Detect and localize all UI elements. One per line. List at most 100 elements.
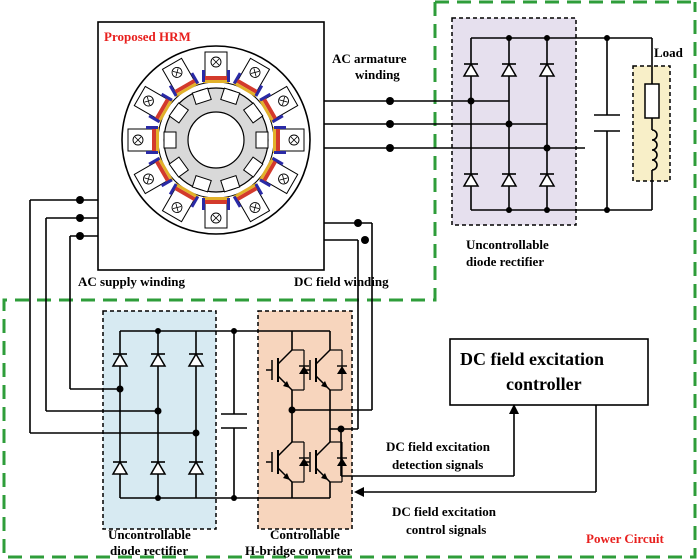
- rectifier-node-a: [467, 97, 475, 105]
- supply-terminal-3: [76, 232, 84, 240]
- field-terminal-2: [361, 236, 369, 244]
- right-rectifier-label-2: diode rectifier: [466, 254, 545, 269]
- rotor-teeth: [163, 87, 269, 193]
- rotor-tooth: [220, 87, 241, 106]
- detection-signal-label-2: detection signals: [392, 457, 484, 472]
- power-circuit-label: Power Circuit: [586, 531, 664, 546]
- shaft: [187, 111, 245, 169]
- left-diode-upper-2: [149, 352, 167, 367]
- left-rectifier-box: [102, 310, 217, 530]
- field-terminal-1: [354, 219, 362, 227]
- left-node-a: [116, 385, 124, 393]
- rotor-tooth: [255, 131, 269, 149]
- ac-supply-wires: [29, 199, 196, 434]
- load-inductor: [651, 129, 658, 171]
- supply-terminal-1: [76, 196, 84, 204]
- stator-slot: [202, 197, 230, 229]
- control-signal-label-1: DC field excitation: [392, 504, 496, 519]
- rectifier-node-c: [543, 144, 551, 152]
- right-diode-upper-3: [538, 62, 556, 77]
- stator-slots: [127, 51, 305, 229]
- left-dc-top-1: [155, 328, 161, 334]
- detection-arrowhead: [509, 404, 519, 414]
- left-node-b: [154, 407, 162, 415]
- dc-node-top-3: [604, 35, 610, 41]
- left-rectifier-diodes: [111, 352, 205, 475]
- rotor-tooth: [191, 87, 212, 106]
- left-diode-lower-3: [187, 460, 205, 475]
- stator-slot: [273, 126, 305, 154]
- control-signal-label-2: control signals: [406, 522, 487, 537]
- right-diode-upper-1: [462, 62, 480, 77]
- left-diode-upper-3: [187, 352, 205, 367]
- load-resistor: [644, 83, 660, 119]
- left-rectifier-label-2: diode rectifier: [110, 543, 189, 558]
- hbridge-label-1: Controllable: [270, 527, 340, 542]
- rotor-tooth: [242, 102, 264, 124]
- ac-armature-label-1: AC armature: [332, 51, 407, 66]
- detection-signal-label-1: DC field excitation: [386, 439, 490, 454]
- igbt-lower-right: [304, 441, 347, 483]
- supply-terminal-2: [76, 214, 84, 222]
- stator-slot: [202, 51, 230, 83]
- dc-node-top-2: [544, 35, 550, 41]
- left-node-c: [192, 429, 200, 437]
- dc-node-top-1: [506, 35, 512, 41]
- stator-slot: [133, 85, 174, 124]
- right-diode-lower-2: [500, 172, 518, 187]
- controller-label-1: DC field excitation: [460, 349, 604, 369]
- rectifier-node-b: [505, 120, 513, 128]
- hbridge-switches: [266, 349, 347, 483]
- hb-node-1: [288, 406, 296, 414]
- stator-slot: [161, 57, 200, 98]
- rotor-tooth: [191, 174, 212, 193]
- armature-terminal-2: [386, 120, 394, 128]
- control-arrowhead: [354, 487, 364, 497]
- controller-box: [449, 338, 649, 406]
- right-diode-lower-3: [538, 172, 556, 187]
- machine-title: Proposed HRM: [104, 29, 191, 44]
- ac-supply-winding-label: AC supply winding: [78, 274, 185, 289]
- igbt-upper-left: [266, 349, 309, 391]
- left-dc-top-2: [231, 328, 237, 334]
- rotor-tooth: [168, 156, 190, 178]
- controller-label-2: controller: [506, 374, 582, 394]
- hbridge-box: [257, 310, 353, 530]
- hbridge-label-2: H-bridge converter: [245, 543, 353, 558]
- hrm-cross-section: [121, 45, 311, 235]
- rotor-tooth: [242, 156, 264, 178]
- left-rectifier-label-1: Uncontrollable: [108, 527, 191, 542]
- dc-node-bot-2: [544, 207, 550, 213]
- armature-terminal-1: [386, 97, 394, 105]
- right-diode-upper-2: [500, 62, 518, 77]
- left-dc-bot-2: [231, 495, 237, 501]
- right-rectifier-diodes: [462, 62, 556, 187]
- dc-node-bot-1: [506, 207, 512, 213]
- right-diode-lower-1: [462, 172, 480, 187]
- rotor-tooth: [163, 131, 177, 149]
- stator-slot: [258, 85, 299, 124]
- igbt-upper-right: [304, 349, 347, 391]
- rotor-tooth: [168, 102, 190, 124]
- left-diode-upper-1: [111, 352, 129, 367]
- rotor-tooth: [220, 174, 241, 193]
- stator-slot: [161, 182, 200, 223]
- load-label: Load: [654, 45, 683, 60]
- stator-slot: [232, 182, 271, 223]
- armature-terminal-3: [386, 144, 394, 152]
- ac-armature-label-2: winding: [355, 67, 400, 82]
- hbridge-wiring: [291, 330, 331, 499]
- left-diode-lower-2: [149, 460, 167, 475]
- dc-field-winding-label: DC field winding: [294, 274, 389, 289]
- stator-slot: [133, 156, 174, 195]
- stator-slot: [232, 57, 271, 98]
- signal-wires: [340, 405, 597, 493]
- stator-slot: [127, 126, 159, 154]
- right-rectifier-box: [451, 17, 577, 226]
- right-rectifier-label-1: Uncontrollable: [466, 237, 549, 252]
- left-diode-lower-1: [111, 460, 129, 475]
- left-dc-bot-1: [155, 495, 161, 501]
